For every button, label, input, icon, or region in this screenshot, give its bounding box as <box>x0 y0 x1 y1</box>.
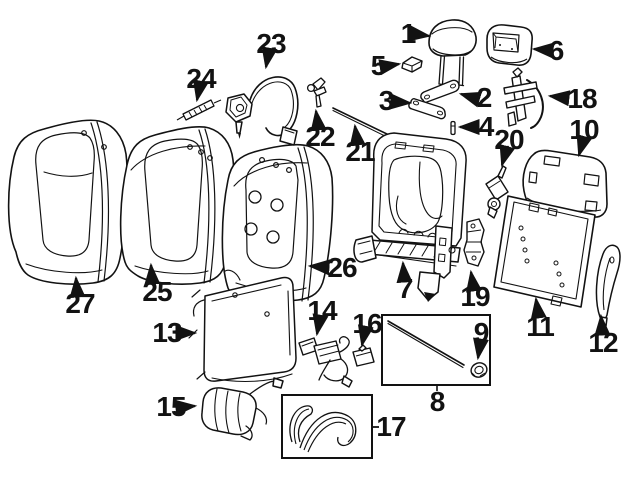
callout-5: 5 <box>370 50 387 81</box>
callout-9: 9 <box>473 317 490 348</box>
part-11-back-panel <box>493 195 596 308</box>
callout-7: 7 <box>397 273 414 304</box>
part-12-side-trim <box>595 244 621 327</box>
part-20-lumbar-motor <box>485 165 509 219</box>
part-17-box <box>281 394 379 459</box>
callout-11: 11 <box>526 311 555 342</box>
callout-18: 18 <box>567 83 597 114</box>
callout-1: 1 <box>400 18 417 49</box>
part-4-pin <box>450 120 456 136</box>
callout-arrows <box>69 25 611 416</box>
callout-25: 25 <box>142 276 172 307</box>
callout-27: 27 <box>65 288 95 319</box>
part-1-headrest <box>428 19 477 87</box>
part-27-seat-back-cushion <box>7 119 129 285</box>
part-5-retainer-clip <box>401 56 423 73</box>
part-23-cable-drive <box>225 76 299 146</box>
part-14-switch-harness <box>298 336 353 388</box>
callout-6: 6 <box>548 35 565 66</box>
callout-16: 16 <box>352 308 382 339</box>
callout-20: 20 <box>494 124 524 155</box>
part-18-bracket <box>503 67 544 129</box>
callout-21: 21 <box>345 136 375 167</box>
part-22-bracket <box>306 77 327 108</box>
part-16-connector <box>352 344 375 367</box>
part-25-seat-back-cushion <box>119 126 235 285</box>
part-24-sensor-strip <box>176 99 222 121</box>
part-19-actuator <box>463 218 485 267</box>
callout-19: 19 <box>460 281 490 312</box>
callout-26: 26 <box>327 252 357 283</box>
callout-24: 24 <box>186 63 216 94</box>
callout-22: 22 <box>305 121 335 152</box>
callout-8: 8 <box>429 386 446 417</box>
part-6-headrest-shell <box>486 24 533 66</box>
callout-13: 13 <box>152 317 182 348</box>
callout-10: 10 <box>569 114 599 145</box>
callout-4: 4 <box>478 111 495 142</box>
callout-12: 12 <box>588 327 618 358</box>
callout-15: 15 <box>156 391 186 422</box>
callout-14: 14 <box>307 295 337 326</box>
part-13-back-pad-panel <box>188 269 297 383</box>
part-9-grommet <box>470 362 488 378</box>
callout-17: 17 <box>376 411 406 442</box>
part-7-seat-frame <box>353 132 467 302</box>
callout-23: 23 <box>256 28 286 59</box>
part-15-blower-motor <box>201 377 284 441</box>
callout-2: 2 <box>476 82 493 113</box>
callout-3: 3 <box>378 85 395 116</box>
